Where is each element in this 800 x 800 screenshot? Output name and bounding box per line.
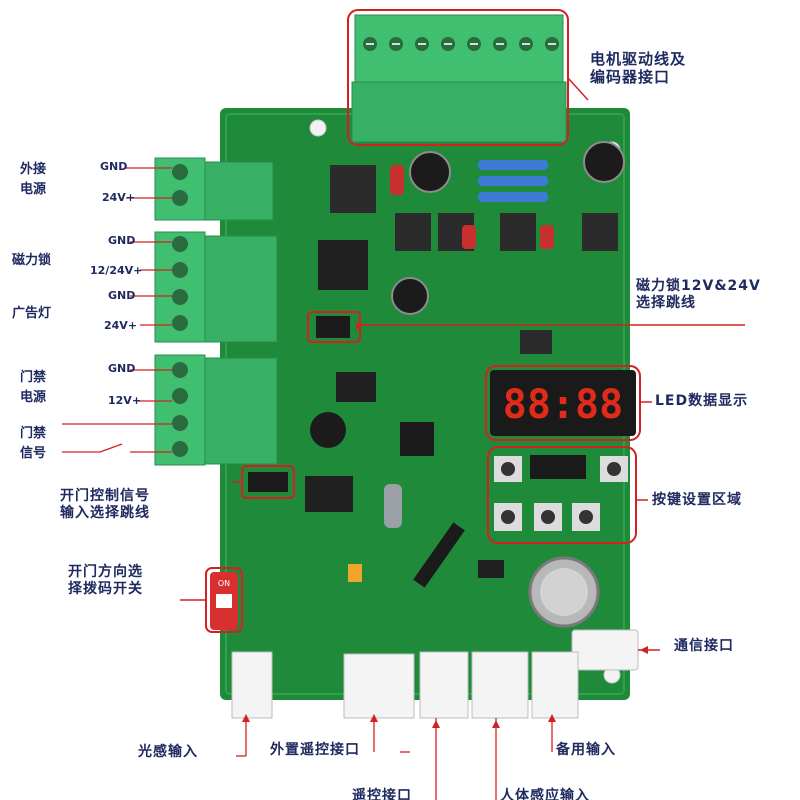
led-digits: 88:88 <box>503 382 623 428</box>
remote-port-cut-label: 遥控接口 <box>352 788 412 800</box>
mount-hole <box>309 119 327 137</box>
ext-power-line1: 外接 <box>20 162 47 177</box>
pin-12v: 12V+ <box>108 394 142 407</box>
motor-label: 电机驱动线及 编码器接口 <box>590 50 686 86</box>
ext-power-line2: 电源 <box>20 182 47 197</box>
dir-switch-label: 开门方向选 择拨码开关 <box>68 564 143 598</box>
sensor-cut-label: 人体感应输入 <box>500 788 590 800</box>
left-terminal-access <box>154 354 278 466</box>
dir-switch-line2: 择拨码开关 <box>68 580 143 597</box>
open-signal-label: 开门控制信号 输入选择跳线 <box>60 488 150 522</box>
led-display: 88:88 <box>485 365 641 441</box>
keys-label: 按键设置区域 <box>652 492 742 508</box>
ext-power-label: 外接 电源 <box>20 160 46 200</box>
access-power-line1: 门禁 <box>20 370 47 385</box>
open-signal-line2: 输入选择跳线 <box>60 504 150 521</box>
pin-gnd-1: GND <box>100 160 128 173</box>
left-terminal-ext-power <box>154 157 274 221</box>
access-power-line2: 电源 <box>20 390 47 405</box>
dip-switch: ON <box>205 567 243 633</box>
button-area <box>487 446 637 544</box>
maglock-jumper-line2: 选择跳线 <box>636 294 696 311</box>
photo-label: 光感输入 <box>138 744 198 760</box>
comm-label: 通信接口 <box>674 638 734 654</box>
bottom-connectors <box>231 651 579 719</box>
ext-remote-label: 外置遥控接口 <box>270 742 360 758</box>
svg-text:ON: ON <box>218 579 230 588</box>
pin-24v-2: 24V+ <box>104 319 138 332</box>
maglock-jumper-label: 磁力锁12V&24V 选择跳线 <box>636 278 761 312</box>
dir-switch-line1: 开门方向选 <box>68 564 143 580</box>
access-signal-line1: 门禁 <box>20 426 47 441</box>
motor-terminal-block <box>351 14 567 143</box>
spare-label: 备用输入 <box>556 742 616 758</box>
maglock-jumper-line1: 磁力锁12V&24V <box>636 278 761 294</box>
ad-light-label: 广告灯 <box>12 306 52 321</box>
pin-gnd-4: GND <box>108 362 136 375</box>
motor-label-line2: 编码器接口 <box>590 68 671 86</box>
pin-24v-1: 24V+ <box>102 191 136 204</box>
access-power-label: 门禁 电源 <box>20 368 46 408</box>
motor-label-line1: 电机驱动线及 <box>590 50 687 68</box>
comm-connector <box>571 629 639 671</box>
led-display-label: LED数据显示 <box>655 393 749 409</box>
maglock-label: 磁力锁 <box>12 253 52 268</box>
pin-1224v: 12/24V+ <box>90 264 143 277</box>
access-signal-line2: 信号 <box>20 446 47 461</box>
motor-outline <box>347 9 569 146</box>
pin-gnd-3: GND <box>108 289 136 302</box>
open-signal-line1: 开门控制信号 <box>60 488 150 504</box>
pin-gnd-2: GND <box>108 234 136 247</box>
left-terminal-maglock-ad <box>154 231 278 343</box>
access-signal-label: 门禁 信号 <box>20 424 46 464</box>
